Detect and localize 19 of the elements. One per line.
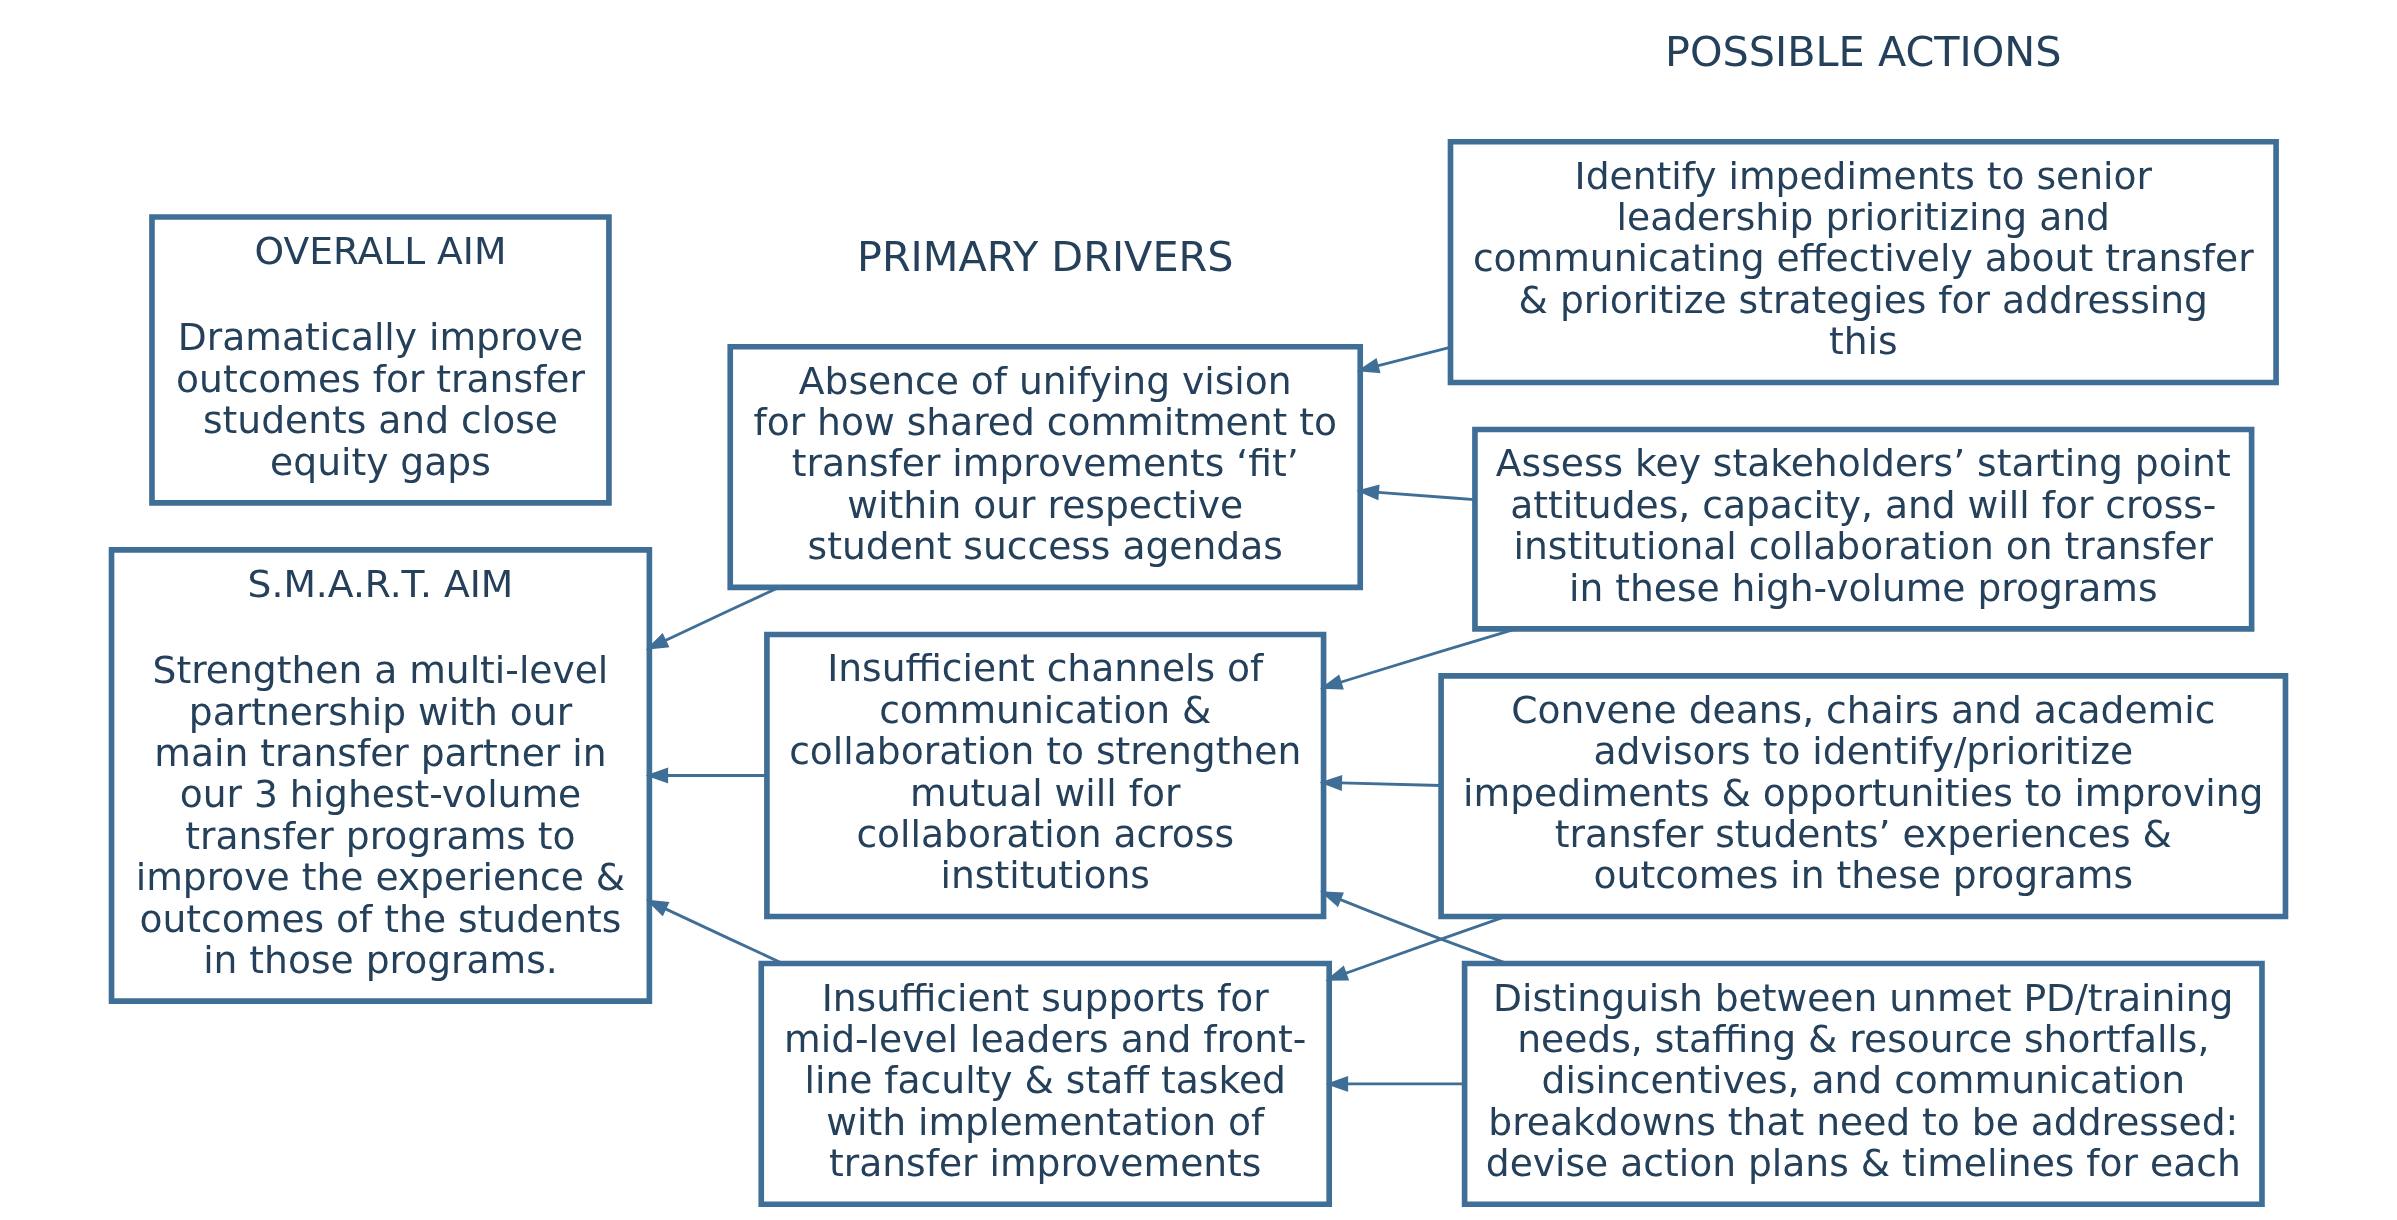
arrow [1356, 345, 1451, 374]
arrow [1319, 775, 1441, 791]
label: POSSIBLE ACTIONS [1665, 27, 2062, 76]
node-box: Distinguish between unmet PD/training needs, staffing & resource shortfalls, disincentives, and communication breakdowns that need to be addressed: devise action plans & timelines for each [1461, 960, 2265, 1208]
node-box: Convene deans, chairs and academic advisors to identify/prioritize impediments & opportunities to improving transfer students’ experiences & outcomes in these programs [1438, 673, 2289, 920]
arrow [645, 767, 767, 784]
node-box: Assess key stakeholders’ starting point attitudes, capacity, and will for cross-institutional collaboration on transfer in these high-volume programs [1472, 426, 2255, 632]
arrow [1325, 915, 1506, 981]
arrow [1319, 891, 1508, 965]
arrow [1325, 1076, 1465, 1092]
arrow [1319, 627, 1517, 690]
node-box: OVERALL AIM Dramatically improve outcomes for transfer students and close equity gaps [149, 214, 612, 506]
node-box: Insufficient channels of communication & collaboration to strengthen mutual will for collaboration across institutions [764, 631, 1327, 920]
node-box: S.M.A.R.T. AIM Strengthen a multi-level partnership with our main transfer partner in our 3 highest-volume transfer programs to improve the experience & outcomes of the students in those programs. [108, 547, 653, 1004]
node-box: Identify impediments to senior leadership prioritizing and communicating effectively about transfer & prioritize strategies for addressing this [1447, 138, 2279, 386]
arrow [1356, 484, 1475, 502]
node-box: Insufficient supports for mid-level leaders and front-line faculty & staff tasked with implementation of transfer improvements [758, 960, 1332, 1208]
node-box: Absence of unifying vision for how shared commitment to transfer improvements ‘fit’ within our respective student success agendas [727, 343, 1364, 591]
label: PRIMARY DRIVERS [856, 232, 1234, 281]
